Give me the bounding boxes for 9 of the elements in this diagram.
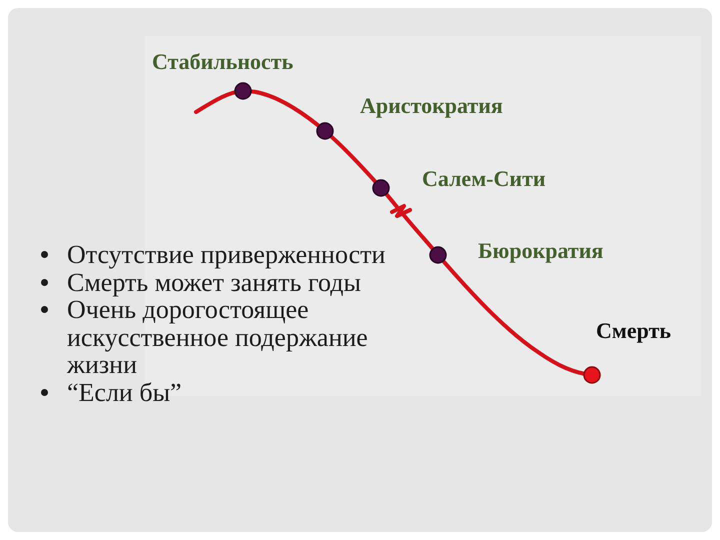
bullet-text: “Если бы”	[67, 378, 183, 406]
stage-label: Бюрократия	[478, 238, 604, 264]
bullet-text: Смерть может занять годы	[67, 268, 361, 296]
stage-label: Стабильность	[152, 49, 294, 75]
bullet-text: Очень дорогостоящее искусственное подержание жизни	[67, 296, 369, 378]
stage-label: Салем-Сити	[422, 166, 546, 192]
stage-label: Смерть	[596, 318, 672, 344]
stage-label: Аристократия	[360, 93, 503, 119]
bullet-text: Отсутствие приверженности	[67, 241, 386, 268]
